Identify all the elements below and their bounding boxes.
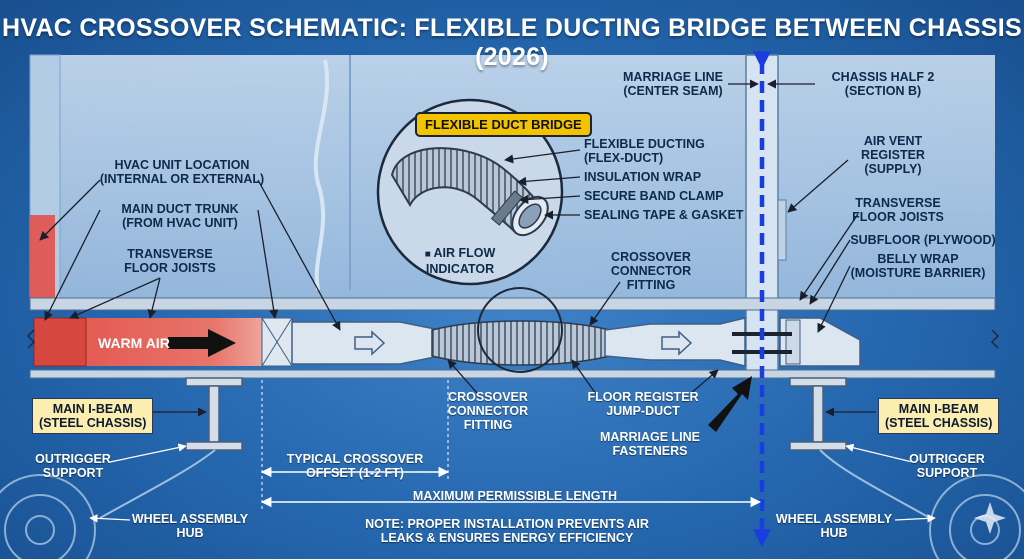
label-air-flow-indicator: ■ AIR FLOW INDICATOR [405,232,515,276]
leader-floor-register2 [689,369,719,395]
leader-trunk-right [257,209,279,319]
label-transverse-joists-left: TRANSVERSE FLOOR JOISTS [124,247,216,275]
leader-insulation [517,176,581,186]
leader-crossover-bottom [447,359,479,395]
leader-outrigger-right [845,443,913,463]
leader-band-clamp [519,194,581,204]
label-transverse-joists-right: TRANSVERSE FLOOR JOISTS [852,196,944,224]
label-hvac-unit-location: HVAC UNIT LOCATION (INTERNAL OR EXTERNAL… [99,158,265,186]
label-flexible-ducting: FLEXIBLE DUCTING (FLEX-DUCT) [584,137,705,165]
fastener-pointer-arrow [708,376,752,432]
leader-joists-right [799,213,859,301]
fastener-plate [785,319,801,365]
label-sealing-tape: SEALING TAPE & GASKET [584,208,744,222]
leader-crossover-top [589,281,621,326]
joist-cross-b [261,317,293,367]
left-hvac-unit [30,215,55,300]
label-marriage-line: MARRIAGE LINE (CENTER SEAM) [623,70,723,98]
installation-note: NOTE: PROPER INSTALLATION PREVENTS AIR L… [365,517,649,545]
crossover-connector [604,317,746,367]
duct-collar-left [33,317,87,367]
label-max-length: MAXIMUM PERMISSIBLE LENGTH [412,489,618,503]
wall-vent-register [777,199,787,261]
flex-duct-magnified [390,147,549,237]
label-crossover-connector-top: CROSSOVER CONNECTOR FITTING [610,250,692,292]
leader-wheel-left [89,514,131,523]
page-title: HVAC CROSSOVER SCHEMATIC: FLEXIBLE DUCTI… [1,14,1022,71]
warm-air-arrow [168,329,236,357]
warm-air-label: WARM AIR [98,335,170,351]
tag-main-ibeam-right: MAIN I-BEAM (STEEL CHASSIS) [878,398,1000,434]
flex-duct [431,320,611,366]
leader-belly [817,265,851,333]
leader-joists-left [147,277,161,319]
leader-floor-register [571,359,597,395]
leader-hvac-right [257,179,341,331]
label-wheel-left: WHEEL ASSEMBLY HUB [131,512,249,540]
outrigger-left-curve [99,449,216,519]
label-chassis-half-2: CHASSIS HALF 2 (SECTION B) [831,70,935,98]
main-duct-trunk [291,321,441,365]
air-flow-indicator-text: AIR FLOW INDICATOR [425,246,496,276]
leader-wheel-right [894,514,936,523]
belly-band [29,369,996,379]
label-air-vent-register: AIR VENT REGISTER (SUPPLY) [861,134,925,176]
label-outrigger-left: OUTRIGGER SUPPORT [35,452,111,480]
callout-title: FLEXIBLE DUCT BRIDGE [415,112,592,137]
curtain-shape [313,59,330,291]
label-wheel-right: WHEEL ASSEMBLY HUB [775,512,893,540]
label-outrigger-right: OUTRIGGER SUPPORT [909,452,985,480]
trunk-flow-arrow [354,330,386,356]
leader-joists-left2 [69,277,161,319]
leader-outrigger-left [109,443,187,463]
label-belly-wrap: BELLY WRAP (MOISTURE BARRIER) [850,252,986,280]
wheel-left [0,474,96,559]
leader-hvac-unit [39,179,101,241]
break-line-right [990,329,1000,349]
label-subfloor: SUBFLOOR (PLYWOOD) [850,233,996,247]
connector-flow-arrow [661,330,693,356]
label-main-duct-trunk: MAIN DUCT TRUNK (FROM HVAC UNIT) [121,202,239,230]
subfloor-band [29,297,996,311]
outrigger-right-curve [819,449,931,519]
label-insulation-wrap: INSULATION WRAP [584,170,702,184]
ibeam-left [185,377,243,451]
label-marriage-line-fasteners: MARRIAGE LINE FASTENERS [600,430,700,458]
ibeam-right [789,377,847,451]
leader-subfloor [809,239,851,305]
label-secure-band-clamp: SECURE BAND CLAMP [584,189,724,203]
label-crossover-connector-bottom: CROSSOVER CONNECTOR FITTING [447,390,529,432]
leader-vent [787,159,849,213]
break-line-left [26,329,36,349]
flex-duct-magnifier-ring [477,287,563,373]
lock-icon: ■ [424,249,434,260]
sparkle-icon [974,502,1006,534]
label-typical-offset: TYPICAL CROSSOVER OFFSET (1-2 FT) [286,452,424,480]
leader-flex-ducting [504,149,581,164]
leader-trunk-left [44,209,101,321]
label-floor-register: FLOOR REGISTER JUMP-DUCT [587,390,699,418]
tag-main-ibeam-left: MAIN I-BEAM (STEEL CHASSIS) [32,398,154,434]
